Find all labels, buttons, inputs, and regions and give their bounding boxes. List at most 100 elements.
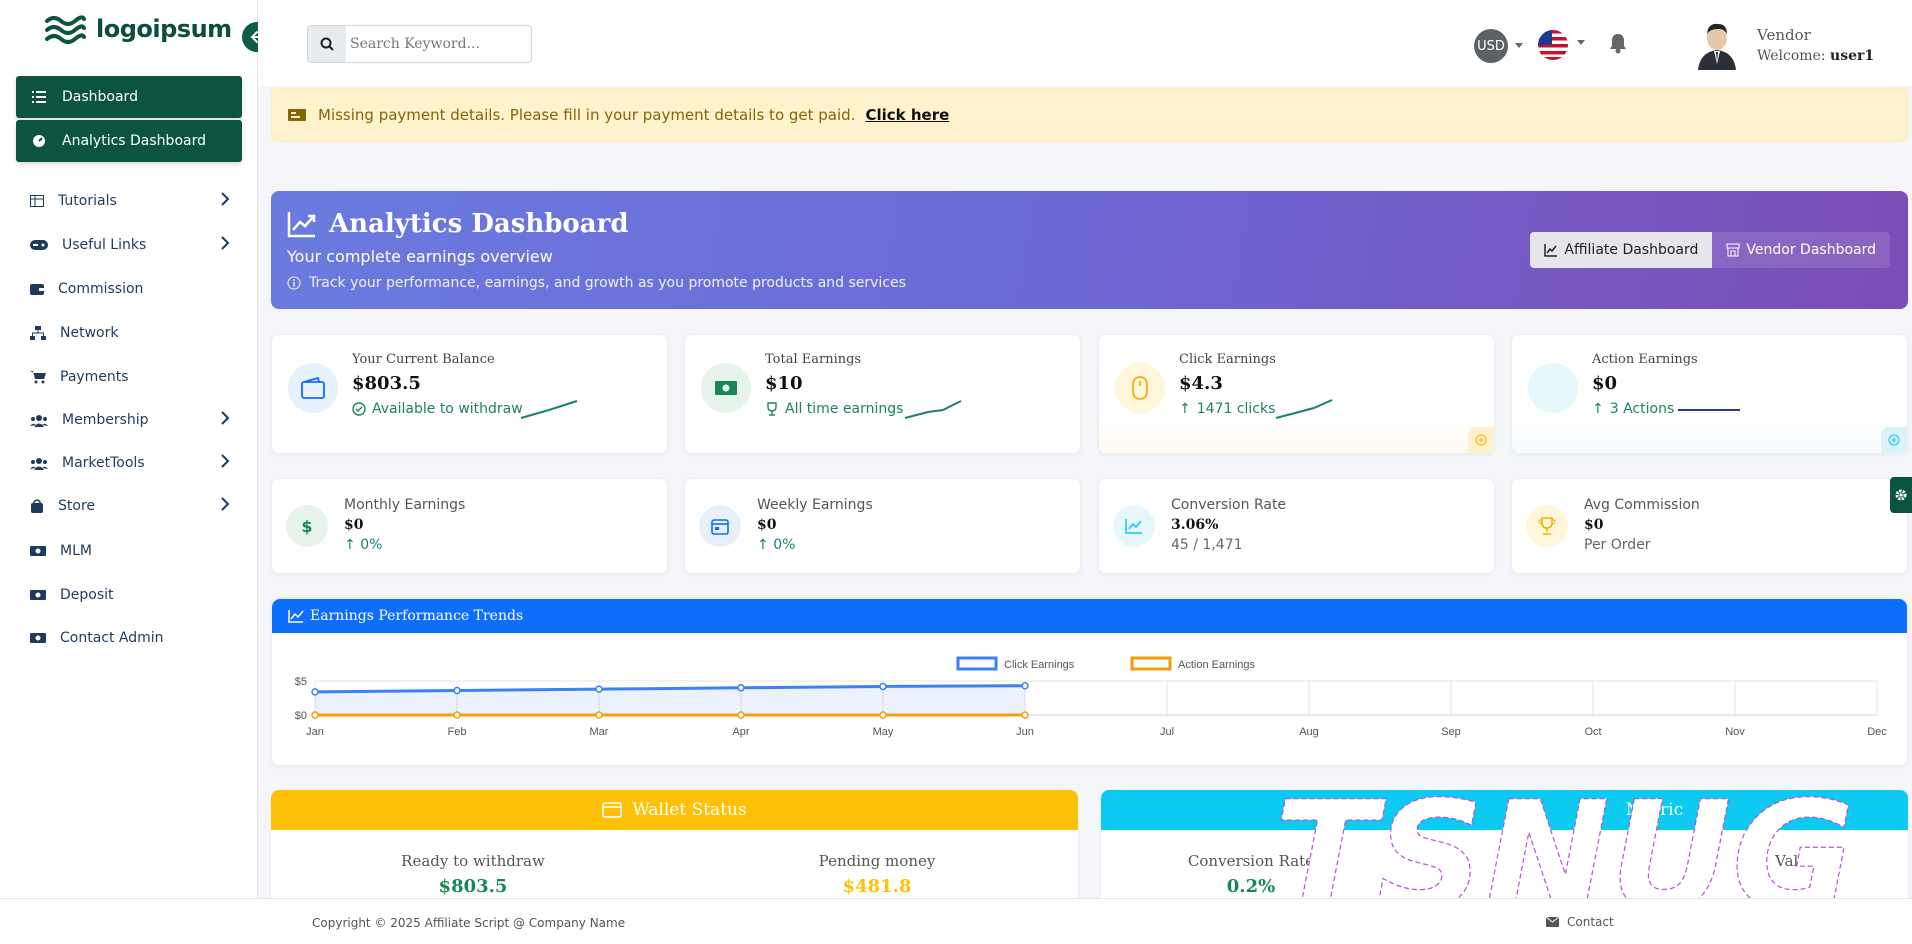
metrics-title: Metric — [1625, 800, 1684, 820]
hero-title-row: Analytics Dashboard — [287, 209, 629, 239]
footer-contact-link[interactable]: Contact — [1546, 915, 1614, 929]
series-line — [314, 684, 1026, 694]
ready-to-withdraw-label: Ready to withdraw — [401, 852, 545, 870]
stat-label: Avg Commission — [1584, 497, 1700, 513]
list-icon — [32, 91, 46, 103]
sidebar: logoipsum Dashboard Analytics Dashboard … — [0, 0, 258, 898]
sidebar-item-contact-admin[interactable]: Contact Admin — [30, 623, 230, 653]
sidebar-item-label: MarketTools — [62, 455, 145, 471]
stat-sub: ↑ 3 Actions — [1592, 401, 1674, 417]
bell-icon[interactable] — [1608, 32, 1628, 58]
vendor-dashboard-button[interactable]: Vendor Dashboard — [1712, 232, 1890, 268]
sidebar-item-tutorials[interactable]: Tutorials — [30, 186, 230, 216]
users-icon — [30, 414, 48, 427]
sidebar-item-mlm[interactable]: MLM — [30, 536, 230, 566]
ready-to-withdraw-value: $803.5 — [438, 876, 508, 897]
alert-message: Missing payment details. Please fill in … — [318, 106, 856, 124]
sidebar-item-deposit[interactable]: Deposit — [30, 580, 230, 610]
dashboard-switcher: Affiliate Dashboard Vendor Dashboard — [1530, 232, 1890, 268]
watermark-text: TSNUG — [1274, 790, 1855, 910]
x-tick-label: Jun — [1016, 726, 1034, 738]
wallet-icon — [288, 363, 338, 413]
chart-header: Earnings Performance Trends — [272, 599, 1907, 633]
settings-gear-button[interactable] — [1890, 477, 1912, 513]
metric-label-partial: Cl — [1502, 852, 1520, 870]
hero-subtitle: Your complete earnings overview — [287, 247, 553, 266]
stat-label: Your Current Balance — [352, 352, 495, 367]
x-tick-label: Nov — [1725, 726, 1745, 738]
stat-value: $0 — [344, 517, 364, 533]
x-tick-label: Dec — [1867, 726, 1887, 738]
wallet-status-header: Wallet Status — [271, 790, 1078, 830]
trophy-icon — [1526, 505, 1568, 547]
info-icon — [287, 276, 301, 290]
sidebar-item-markettools[interactable]: MarketTools — [30, 448, 230, 478]
alert-link[interactable]: Click here — [865, 106, 950, 124]
affiliate-dashboard-button[interactable]: Affiliate Dashboard — [1530, 232, 1713, 268]
sidebar-item-label: MLM — [60, 543, 92, 559]
data-point — [595, 711, 603, 719]
language-flag-icon[interactable] — [1538, 30, 1568, 60]
dollar-icon: $ — [286, 505, 328, 547]
sidebar-item-useful-links[interactable]: Useful Links — [30, 230, 230, 260]
stat-card-balance: Your Current Balance $803.5 Available to… — [271, 334, 668, 454]
search-input[interactable] — [346, 36, 526, 52]
plus-circle-icon[interactable] — [1468, 427, 1494, 453]
x-tick-label: Feb — [448, 726, 467, 738]
stat-label: Action Earnings — [1592, 352, 1698, 367]
username: user1 — [1830, 48, 1875, 64]
stat-sub: Per Order — [1584, 537, 1651, 553]
stat-sub: ↑ 0% — [757, 537, 795, 553]
sidebar-item-commission[interactable]: Commission — [30, 274, 230, 304]
search-icon[interactable] — [308, 26, 346, 62]
stat-sub-text: 0% — [773, 537, 796, 553]
data-point — [737, 711, 745, 719]
chevron-right-icon — [221, 411, 230, 425]
sidebar-item-analytics-dashboard[interactable]: Analytics Dashboard — [16, 120, 242, 162]
x-tick-label: Jul — [1160, 726, 1174, 738]
chart-line-icon — [1544, 244, 1558, 257]
sidebar-item-network[interactable]: Network — [30, 318, 230, 348]
data-point — [737, 684, 745, 692]
sidebar-item-label: Analytics Dashboard — [62, 133, 206, 149]
pending-money-label: Pending money — [818, 852, 936, 870]
user-role: Vendor — [1757, 26, 1811, 44]
sidebar-item-dashboard[interactable]: Dashboard — [16, 76, 242, 118]
data-point — [453, 686, 461, 695]
sparkline — [1678, 409, 1740, 411]
stat-sub: ↑ 1471 clicks — [1179, 401, 1275, 417]
avatar[interactable] — [1696, 18, 1738, 74]
stat-label: Monthly Earnings — [344, 497, 466, 513]
legend-label: Action Earnings — [1178, 659, 1256, 671]
copyright: Copyright © 2025 Affiliate Script @ Comp… — [312, 916, 626, 930]
currency-selector[interactable]: USD — [1474, 29, 1508, 63]
metric-label-partial: Value — [1775, 852, 1817, 870]
envelope-icon — [1546, 917, 1559, 927]
stat-sub-text: All time earnings — [785, 401, 904, 417]
data-point — [879, 711, 887, 719]
sidebar-item-store[interactable]: Store — [30, 491, 230, 521]
sidebar-item-label: Dashboard — [62, 89, 138, 105]
wallet-icon — [30, 284, 44, 295]
stat-card-action-earnings: Action Earnings $0 ↑ 3 Actions — [1511, 334, 1908, 454]
stat-label: Weekly Earnings — [757, 497, 873, 513]
sidebar-item-membership[interactable]: Membership — [30, 405, 230, 435]
money-bill-icon — [701, 363, 751, 413]
data-point — [879, 682, 887, 691]
sidebar-item-label: Payments — [60, 369, 129, 385]
data-point — [311, 688, 319, 696]
sidebar-item-payments[interactable]: Payments — [30, 362, 230, 392]
data-point — [595, 685, 603, 693]
x-tick-label: Mar — [590, 726, 609, 738]
stat-value: $10 — [765, 373, 803, 394]
plus-circle-icon[interactable] — [1881, 427, 1907, 453]
stat-card-monthly: $ Monthly Earnings $0 ↑ 0% — [271, 478, 668, 574]
wallet-icon — [602, 802, 623, 818]
stat-sub: Available to withdraw — [352, 401, 523, 417]
brand-logo[interactable]: logoipsum — [44, 12, 232, 46]
x-tick-label: Apr — [732, 726, 749, 738]
stat-value: $0 — [1592, 373, 1618, 394]
hero-note: Track your performance, earnings, and gr… — [287, 275, 906, 291]
chevron-right-icon — [221, 236, 230, 250]
